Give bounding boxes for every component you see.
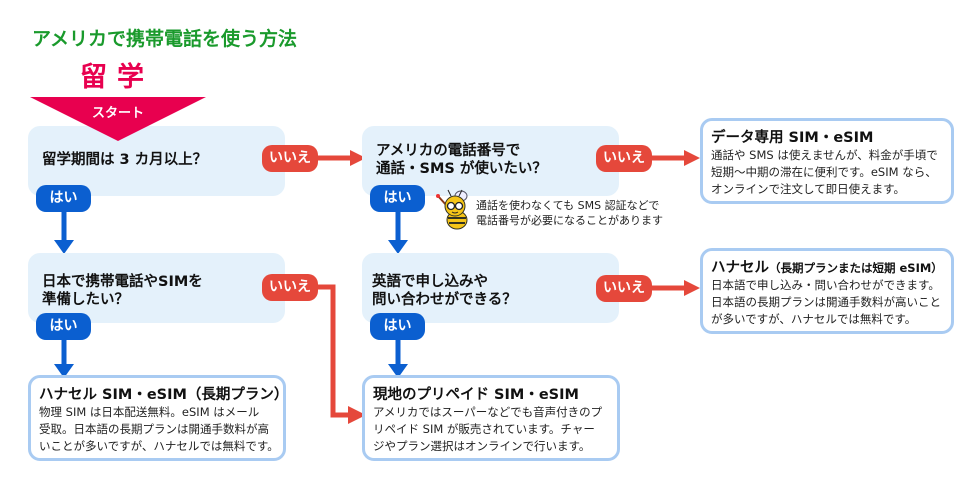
arrowhead-down <box>388 364 408 378</box>
question-text: 留学期間は 3 カ月以上？ <box>42 152 208 168</box>
note-text: 通話を使わなくても SMS 認証などで 電話番号が必要になることがあります <box>476 198 663 228</box>
result-line: 日本語の長期プランは開通手数料が高いこと <box>711 295 941 309</box>
yes-badge-q3: はい <box>36 313 91 340</box>
note-line: 通話を使わなくても SMS 認証などで <box>476 199 660 212</box>
result-box-hanacell-plan: ハナセル（長期プランまたは短期 eSIM） 日本語で申し込み・問い合わせができま… <box>700 248 954 334</box>
result-line: アメリカではスーパーなどでも音声付きのプ <box>373 405 603 419</box>
question-line: 通話・SMS が使いたい？ <box>376 161 547 177</box>
page-title: アメリカで携帯電話を使う方法 <box>32 28 298 50</box>
bee-mascot-icon <box>435 188 475 230</box>
question-box-english-ability: 英語で申し込みや 問い合わせができる？ <box>362 253 619 323</box>
start-banner: スタート <box>30 97 206 142</box>
arrowhead-right <box>684 150 700 166</box>
result-description: 物理 SIM は日本配送無料。eSIM はメール 受取。日本語の長期プランは開通… <box>39 404 279 455</box>
result-title: 現地のプリペイド SIM・eSIM <box>373 387 579 403</box>
question-box-prepare-in-japan: 日本で携帯電話やSIMを 準備したい？ <box>28 253 285 323</box>
question-box-stay-duration: 留学期間は 3 カ月以上？ <box>28 126 285 196</box>
question-text: 日本で携帯電話やSIMを 準備したい？ <box>42 273 203 309</box>
result-line: 日本語で申し込み・問い合わせができます。 <box>711 278 940 292</box>
result-title-main: ハナセル <box>711 260 769 276</box>
result-line: いことが多いですが、ハナセルでは無料です。 <box>39 439 279 453</box>
result-line: 物理 SIM は日本配送無料。eSIM はメール <box>39 405 260 419</box>
result-box-local-prepaid: 現地のプリペイド SIM・eSIM アメリカではスーパーなどでも音声付きのプ リ… <box>362 375 620 461</box>
yes-badge-q4: はい <box>370 313 425 340</box>
arrowhead-right <box>350 150 366 166</box>
arrowhead-down <box>54 364 74 378</box>
arrowhead-down <box>54 240 74 254</box>
note-line: 電話番号が必要になることがあります <box>476 214 663 227</box>
question-line: アメリカの電話番号で <box>376 143 521 159</box>
result-line: オンラインで注文して即日使えます。 <box>711 182 906 196</box>
result-box-hanacell-long-term: ハナセル SIM・eSIM（長期プラン） 物理 SIM は日本配送無料。eSIM… <box>28 375 289 461</box>
yes-badge-q2: はい <box>370 185 425 212</box>
arrowhead-right <box>684 280 700 296</box>
result-description: 日本語で申し込み・問い合わせができます。 日本語の長期プランは開通手数料が高いこ… <box>711 277 941 328</box>
result-description: 通話や SMS は使えませんが、料金が手頃で 短期〜中期の滞在に便利です。eSI… <box>711 147 938 198</box>
result-line: ジやプラン選択はオンラインで行います。 <box>373 439 591 453</box>
no-connector-q3 <box>318 284 350 418</box>
question-line: 準備したい？ <box>42 292 129 308</box>
result-box-data-sim: データ専用 SIM・eSIM 通話や SMS は使えませんが、料金が手頃で 短期… <box>700 118 954 204</box>
start-label: スタート <box>91 106 144 121</box>
question-box-us-number: アメリカの電話番号で 通話・SMS が使いたい？ <box>362 126 619 196</box>
result-description: アメリカではスーパーなどでも音声付きのプ リペイド SIM が販売されています。… <box>373 404 602 455</box>
question-text: 英語で申し込みや 問い合わせができる？ <box>372 273 517 309</box>
question-line: 日本で携帯電話やSIMを <box>42 274 203 290</box>
result-line: リペイド SIM が販売されています。チャー <box>373 422 595 436</box>
no-badge-q2: いいえ <box>596 145 652 172</box>
no-badge-q1: いいえ <box>262 145 318 172</box>
question-text: アメリカの電話番号で 通話・SMS が使いたい？ <box>376 142 547 178</box>
result-title: ハナセル SIM・eSIM（長期プラン） <box>39 387 289 403</box>
page-subtitle: 留学 <box>80 62 154 93</box>
result-line: が多いですが、ハナセルでは無料です。 <box>711 312 917 326</box>
question-line: 問い合わせができる？ <box>372 292 517 308</box>
result-line: 短期〜中期の滞在に便利です。eSIM なら、 <box>711 165 937 179</box>
result-line: 受取。日本語の長期プランは開通手数料が高 <box>39 422 269 436</box>
result-title: データ専用 SIM・eSIM <box>711 130 874 146</box>
result-title-sub: （長期プランまたは短期 eSIM） <box>769 261 943 275</box>
arrowhead-right <box>348 406 366 424</box>
no-badge-q4: いいえ <box>596 275 652 302</box>
result-title: ハナセル（長期プランまたは短期 eSIM） <box>711 256 943 277</box>
no-badge-q3: いいえ <box>262 274 318 301</box>
start-triangle-icon <box>30 97 206 141</box>
question-line: 英語で申し込みや <box>372 274 488 290</box>
result-line: 通話や SMS は使えませんが、料金が手頃で <box>711 148 938 162</box>
arrowhead-down <box>388 240 408 254</box>
yes-badge-q1: はい <box>36 185 91 212</box>
